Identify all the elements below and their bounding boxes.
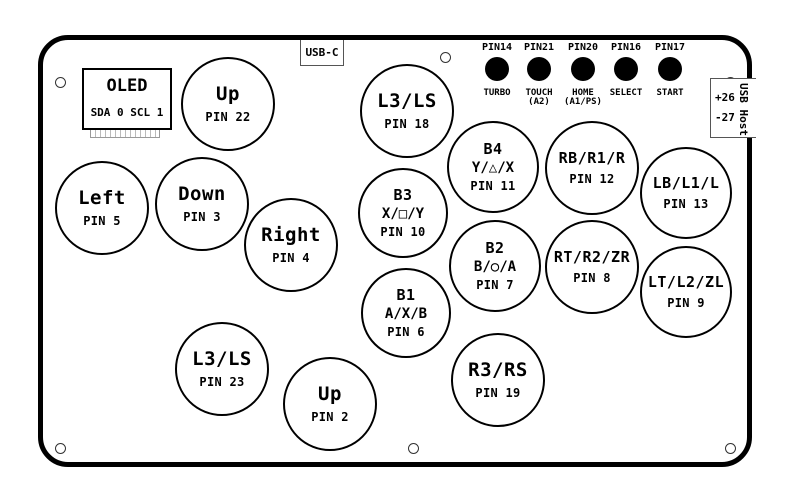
up-top-button[interactable]: Up PIN 22 [181, 57, 275, 151]
usb-host-pin-a: +26 [715, 91, 735, 104]
turbo-dot [485, 57, 509, 81]
up-bottom-button[interactable]: Up PIN 2 [283, 357, 377, 451]
b3-button[interactable]: B3 X/□/Y PIN 10 [358, 168, 448, 258]
b2-button[interactable]: B2 B/○/A PIN 7 [449, 220, 541, 312]
r3-button[interactable]: R3/RS PIN 19 [451, 333, 545, 427]
rb-button[interactable]: RB/R1/R PIN 12 [545, 121, 639, 215]
mounting-hole [408, 443, 419, 454]
b4-button[interactable]: B4 Y/△/X PIN 11 [447, 121, 539, 213]
lb-button[interactable]: LB/L1/L PIN 13 [640, 147, 732, 239]
down-button[interactable]: Down PIN 3 [155, 157, 249, 251]
oled-connector [90, 130, 160, 138]
start-button[interactable]: PIN17 START [654, 42, 686, 98]
usb-host-pin-b: -27 [715, 111, 735, 124]
usb-host-label: USB Host [737, 83, 751, 136]
touch-button[interactable]: PIN21 TOUCH (A2) [523, 42, 555, 108]
right-button[interactable]: Right PIN 4 [244, 198, 338, 292]
l3-bottom-button[interactable]: L3/LS PIN 23 [175, 322, 269, 416]
home-button[interactable]: PIN20 HOME (A1/PS) [564, 42, 602, 108]
home-dot [571, 57, 595, 81]
usb-host-port: +26 -27 USB Host [710, 78, 756, 138]
mounting-hole [725, 443, 736, 454]
left-button[interactable]: Left PIN 5 [55, 161, 149, 255]
oled-display: OLED SDA 0 SCL 1 [82, 68, 172, 130]
usb-c-port: USB-C [300, 40, 344, 66]
mounting-hole [55, 443, 66, 454]
mounting-hole [440, 52, 451, 63]
l3-top-button[interactable]: L3/LS PIN 18 [360, 64, 454, 158]
oled-title: OLED [106, 76, 148, 96]
rt-button[interactable]: RT/R2/ZR PIN 8 [545, 220, 639, 314]
turbo-button[interactable]: PIN14 TURBO [481, 42, 513, 98]
start-dot [658, 57, 682, 81]
oled-pins: SDA 0 SCL 1 [90, 106, 164, 119]
b1-button[interactable]: B1 A/X/B PIN 6 [361, 268, 451, 358]
select-button[interactable]: PIN16 SELECT [609, 42, 643, 98]
touch-dot [527, 57, 551, 81]
lt-button[interactable]: LT/L2/ZL PIN 9 [640, 246, 732, 338]
mounting-hole [55, 77, 66, 88]
select-dot [614, 57, 638, 81]
